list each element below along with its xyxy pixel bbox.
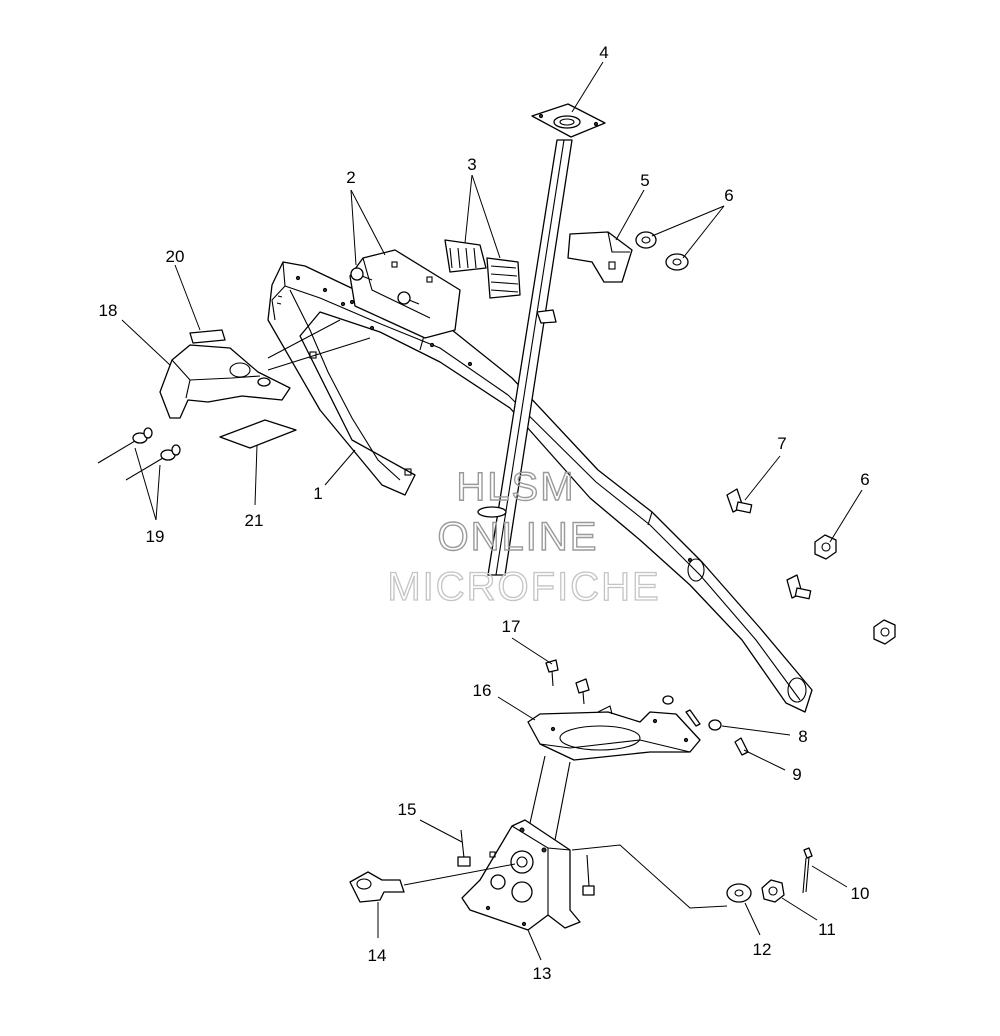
washer-nut-pin — [726, 847, 813, 903]
leader-lines — [121, 61, 863, 961]
callout-15: 15 — [398, 800, 417, 819]
callout-19: 19 — [146, 527, 165, 546]
callout-10: 10 — [851, 884, 870, 903]
callout-5: 5 — [640, 171, 649, 190]
callout-18: 18 — [99, 301, 118, 320]
callout-17: 17 — [502, 617, 521, 636]
callout-13: 13 — [533, 964, 552, 983]
support-bracket — [159, 329, 291, 419]
watermark-line-2: ONLINE — [438, 515, 599, 559]
steering-column — [477, 103, 606, 576]
flange-nuts — [814, 534, 896, 645]
mounting-bracket — [349, 249, 461, 339]
callout-16: 16 — [473, 681, 492, 700]
callout-8: 8 — [798, 727, 807, 746]
callout-14: 14 — [368, 946, 387, 965]
swivel-bolt — [349, 871, 405, 903]
nuts-bolts-8-9 — [662, 695, 749, 756]
rivets — [97, 427, 181, 481]
callout-6-lower: 6 — [860, 470, 869, 489]
watermark: HLSM ONLINE MICROFICHE — [387, 464, 660, 609]
grommets-upper — [635, 231, 689, 271]
bolts-7 — [726, 488, 812, 600]
callout-4: 4 — [599, 43, 608, 62]
pad — [219, 419, 297, 449]
callout-9: 9 — [792, 765, 801, 784]
pins-15 — [457, 829, 595, 896]
callout-20: 20 — [166, 247, 185, 266]
watermark-line-1: HLSM — [456, 465, 575, 509]
callout-7: 7 — [777, 434, 786, 453]
callout-6-upper: 6 — [724, 186, 733, 205]
screws-17 — [545, 659, 590, 705]
bearing-housing — [461, 819, 581, 931]
callout-11: 11 — [818, 920, 836, 939]
watermark-line-3: MICROFICHE — [387, 565, 660, 609]
clamp-bracket — [567, 231, 633, 283]
callout-21: 21 — [245, 511, 264, 530]
callout-numbers: 1 2 3 4 5 6 6 7 8 9 10 11 12 13 14 15 16… — [99, 43, 870, 983]
cable-clips — [444, 239, 521, 299]
callout-12: 12 — [753, 940, 772, 959]
callout-3: 3 — [467, 155, 476, 174]
lower-column-tube — [527, 755, 571, 841]
callout-2: 2 — [346, 168, 355, 187]
callout-1: 1 — [313, 484, 322, 503]
pivot-plate — [527, 705, 701, 761]
